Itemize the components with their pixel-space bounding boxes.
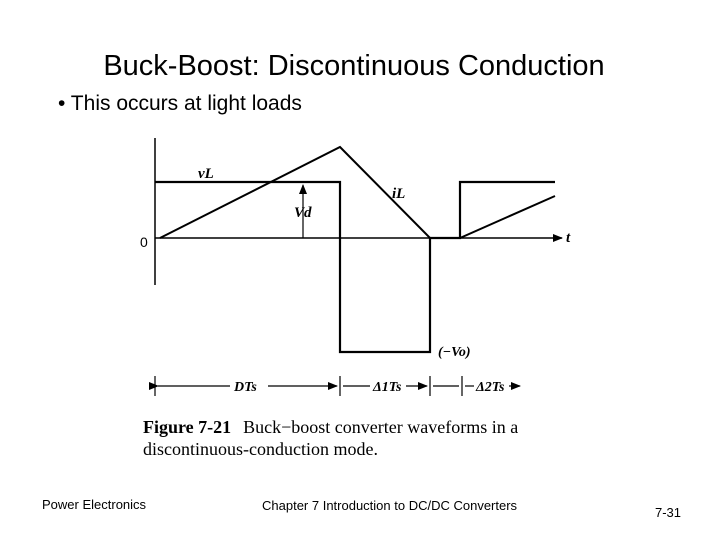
d2ts-label: Δ2Ts <box>475 380 505 395</box>
dts-label: DTs <box>233 380 257 395</box>
vL-label: vL <box>198 166 214 182</box>
iL-waveform <box>159 145 556 239</box>
caption-line2: discontinuous-conduction mode. <box>143 439 378 459</box>
bullet-text: • This occurs at light loads <box>58 92 302 115</box>
vL-waveform <box>155 180 555 354</box>
footer-center: Chapter 7 Introduction to DC/DC Converte… <box>262 498 518 513</box>
slide-title: Buck-Boost: Discontinuous Conduction <box>103 50 605 82</box>
iL-label: iL <box>392 186 405 202</box>
caption-line1: Buck−boost converter waveforms in a <box>243 417 519 437</box>
t-label: t <box>566 230 571 246</box>
footer-left: Power Electronics <box>42 497 147 512</box>
zero-label: 0 <box>140 234 148 250</box>
neg-vo-label: (−Vo) <box>438 345 471 360</box>
figure-number: Figure 7-21 <box>143 417 232 437</box>
d1ts-label: Δ1Ts <box>372 380 402 395</box>
footer-page-number: 7-31 <box>655 505 682 520</box>
interval-markers <box>149 376 521 396</box>
vd-label: Vd <box>294 205 312 221</box>
figure-caption: Figure 7-21 Buck−boost converter waveform… <box>143 416 518 460</box>
